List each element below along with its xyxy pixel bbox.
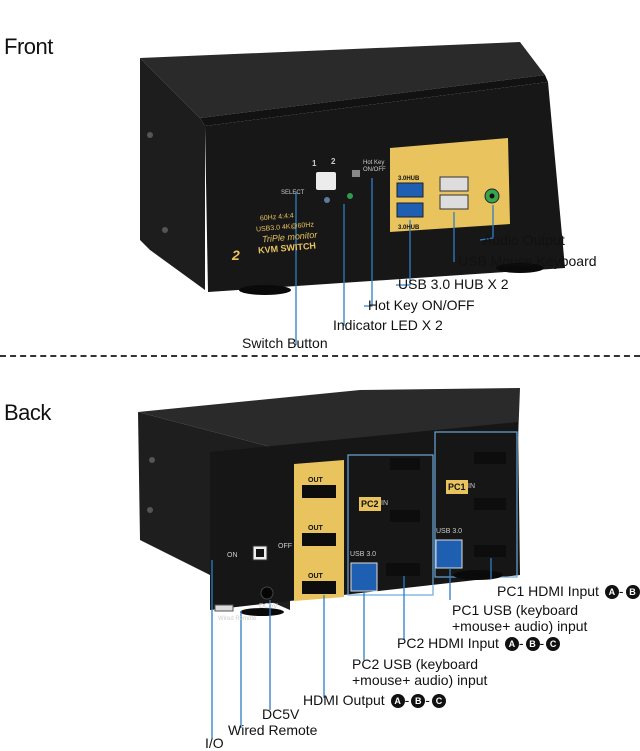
pc1-usb-b	[435, 539, 463, 569]
label-wired-remote: Wired Remote	[228, 722, 318, 738]
label-indicator-led: Indicator LED X 2	[333, 317, 443, 333]
hdmi-output-text: HDMI Output	[303, 692, 385, 708]
label-dc5v: DC5V	[262, 706, 300, 722]
circle-c: C	[546, 637, 561, 652]
select-label: SELECT	[281, 190, 305, 196]
pc2-usb-b	[350, 562, 378, 592]
pc2-in-label: IN	[381, 500, 388, 507]
pc2-usb-label: USB 3.0	[350, 551, 377, 558]
label-io: I/O	[205, 735, 224, 751]
pc1-hdmi-text: PC1 HDMI Input	[497, 583, 599, 599]
label-usb-hub: USB 3.0 HUB X 2	[398, 276, 509, 292]
label-usb-mouse-keyboard: USB Mouse Keyboard	[458, 253, 597, 269]
hdmi-out-b	[302, 533, 336, 546]
out-c-label: OUT	[308, 477, 323, 484]
pc1-hdmi-a	[474, 545, 506, 557]
label-audio-output: Audio Output	[483, 232, 565, 248]
circle-b: B	[525, 637, 540, 652]
pc1-hdmi-c	[474, 452, 506, 464]
wired-remote-device-label: Wired Remote	[218, 616, 257, 622]
front-top-panel	[140, 42, 545, 118]
circle-b: B	[625, 585, 640, 600]
circle-a: A	[390, 694, 405, 709]
hdmi-out-a	[302, 581, 336, 594]
pc2-usb-line-2: +mouse+ audio) input	[352, 672, 488, 688]
wired-remote-port	[214, 604, 234, 612]
dc-device-label: DC5V	[259, 603, 278, 610]
brand-logo: 2	[232, 247, 240, 263]
pc2-usb-line-1: PC2 USB (keyboard	[352, 656, 479, 672]
hotkey-device-label: Hot Key ON/OFF	[363, 160, 386, 173]
on-label: ON	[227, 552, 238, 559]
label-switch-button: Switch Button	[242, 335, 328, 351]
hotkey-button	[352, 170, 360, 177]
pc2-frame	[347, 454, 434, 596]
label-hdmi-output: HDMI Output A-B-C	[303, 692, 446, 709]
usb-keyboard-port	[439, 194, 469, 210]
back-device-illustration	[138, 388, 520, 738]
circle-b: B	[411, 694, 426, 709]
label-pc2-hdmi-input: PC2 HDMI Input A-B-C	[397, 635, 561, 652]
pc1-hdmi-b	[474, 498, 506, 510]
section-divider	[0, 355, 640, 357]
label-pc1-usb: PC1 USB (keyboard +mouse+ audio) input	[452, 602, 587, 634]
front-face-panel	[205, 82, 565, 292]
front-side-panel	[140, 58, 205, 290]
pc1-in-label: IN	[468, 483, 475, 490]
dc-jack	[260, 586, 274, 600]
pc1-badge: PC1	[446, 480, 468, 494]
led-2	[347, 193, 353, 199]
hdmi-out-c	[302, 485, 336, 498]
label-pc2-usb: PC2 USB (keyboard +mouse+ audio) input	[352, 656, 487, 688]
pc1-usb-line-1: PC1 USB (keyboard	[452, 602, 579, 618]
out-b-label: OUT	[308, 525, 323, 532]
pc1-usb-label: USB 3.0	[436, 528, 463, 535]
circle-c: C	[431, 694, 446, 709]
circle-a: A	[504, 637, 519, 652]
label-hotkey: Hot Key ON/OFF	[368, 297, 475, 313]
out-a-label: OUT	[308, 573, 323, 580]
usb30-port-top	[396, 182, 424, 198]
back-title: Back	[4, 400, 51, 425]
front-device-illustration	[140, 42, 565, 345]
pc1-usb-line-2: +mouse+ audio) input	[452, 618, 588, 634]
hub-label-top: 3.0HUB	[398, 176, 420, 182]
usb30-port-bottom	[396, 202, 424, 218]
off-label: OFF	[278, 543, 292, 550]
circle-a: A	[604, 585, 619, 600]
hub-label-bottom: 3.0HUB	[398, 225, 420, 231]
usb-mouse-port	[439, 176, 469, 192]
led-1	[324, 197, 330, 203]
front-title: Front	[4, 34, 53, 59]
port-number-1: 1	[312, 159, 317, 168]
pc2-badge: PC2	[359, 497, 381, 511]
port-number-2: 2	[331, 157, 336, 166]
pc2-hdmi-a	[386, 563, 420, 576]
select-button	[316, 172, 336, 190]
label-pc1-hdmi-input: PC1 HDMI Input A-B-C	[497, 583, 640, 600]
pc2-hdmi-c	[390, 458, 420, 470]
pc2-hdmi-text: PC2 HDMI Input	[397, 635, 499, 651]
pc2-hdmi-b	[390, 510, 420, 522]
